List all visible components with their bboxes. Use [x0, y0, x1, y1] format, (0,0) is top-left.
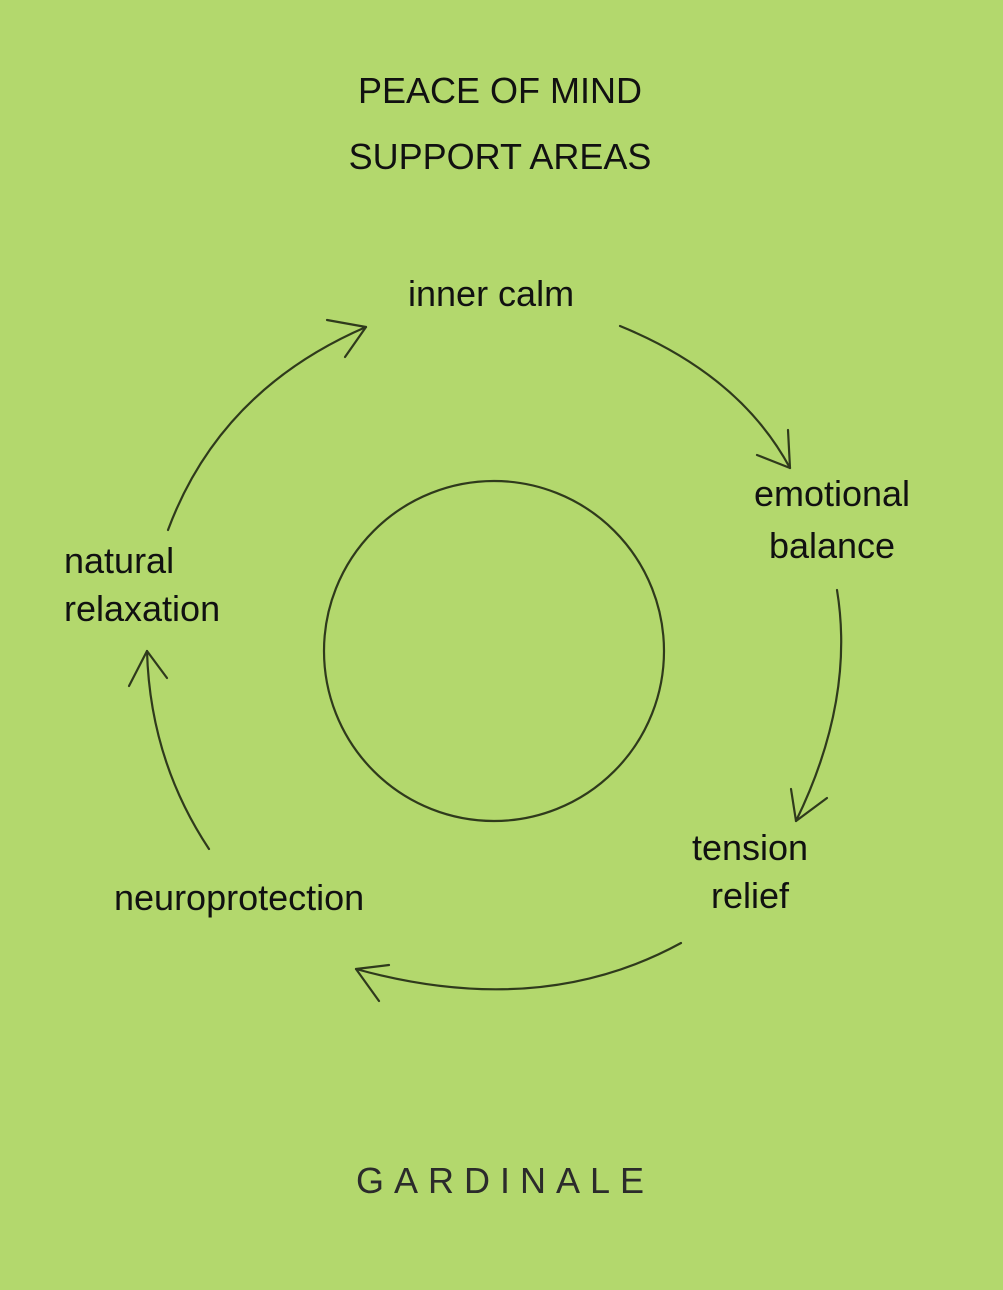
node-emotional-balance: emotional balance	[742, 468, 922, 572]
node-label: balance	[768, 525, 896, 566]
node-label: neuroprotection	[114, 877, 365, 918]
brand-logo: GARDINALE	[355, 1160, 655, 1201]
node-label: tension	[691, 827, 809, 868]
node-neuroprotection: neuroprotection	[114, 872, 364, 924]
node-label: emotional	[753, 473, 911, 514]
node-tension-relief: tension relief	[688, 824, 812, 920]
arrow-tension-relief-to-neuroprotection	[354, 941, 683, 1003]
arrow-emotional-balance-to-tension-relief	[789, 588, 843, 823]
page-subtitle: SUPPORT AREAS	[348, 136, 652, 177]
page-title: PEACE OF MIND	[357, 70, 643, 111]
node-label: natural	[64, 540, 175, 581]
arrow-natural-relaxation-to-inner-calm	[166, 318, 368, 532]
center-circle	[322, 479, 666, 823]
node-inner-calm: inner calm	[408, 268, 574, 320]
node-natural-relaxation: natural relaxation	[64, 537, 220, 633]
node-label: relaxation	[64, 588, 221, 629]
arrow-neuroprotection-to-natural-relaxation	[127, 649, 211, 851]
node-label: relief	[710, 875, 790, 916]
arrow-inner-calm-to-emotional-balance	[618, 324, 792, 470]
node-label: inner calm	[408, 273, 575, 314]
